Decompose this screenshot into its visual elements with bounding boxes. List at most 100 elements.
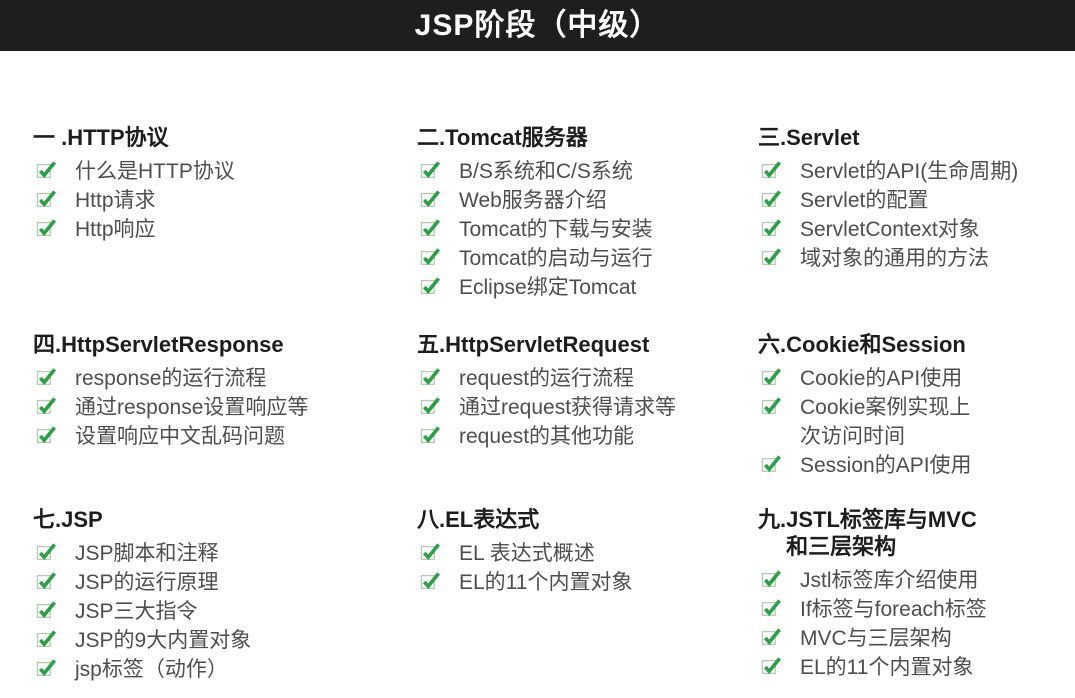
topic-item: MVC与三层架构	[761, 624, 1075, 653]
topic-item: JSP脚本和注释	[36, 539, 417, 568]
topic-label: Http响应	[75, 218, 156, 241]
checkbox-checked-icon	[761, 160, 782, 181]
topic-label: EL 表达式概述	[459, 542, 595, 565]
section-title-text: Tomcat服务器	[445, 125, 588, 150]
topic-item: JSP的运行原理	[36, 568, 417, 597]
section-title-text: JSTL标签库与MVC 和三层架构	[786, 507, 977, 559]
checkbox-checked-icon	[36, 218, 57, 239]
checkbox-checked-icon	[36, 571, 57, 592]
topic-item: Eclipse绑定Tomcat	[420, 273, 758, 302]
section-title-text: JSP	[61, 507, 103, 532]
topic-item: 设置响应中文乱码问题	[36, 422, 417, 451]
topic-label: Servlet的配置	[800, 189, 929, 212]
topic-item: 通过response设置响应等	[36, 393, 417, 422]
section-title-text: Servlet	[786, 125, 860, 150]
checkbox-checked-icon	[761, 396, 782, 417]
header-bar: JSP阶段（中级）	[0, 0, 1075, 51]
section-number: 七.	[33, 507, 62, 532]
checkbox-checked-icon	[761, 598, 782, 619]
topic-label: 什么是HTTP协议	[75, 160, 235, 183]
topic-item: Jstl标签库介绍使用	[761, 566, 1075, 595]
section-title-text: HttpServletResponse	[61, 332, 284, 357]
section-title-text: EL表达式	[445, 507, 540, 532]
topic-label: 设置响应中文乱码问题	[75, 425, 285, 448]
topic-item: request的其他功能	[420, 422, 758, 451]
topic-item: Cookie的API使用	[761, 364, 1075, 393]
topic-label: JSP三大指令	[75, 600, 198, 623]
section-title-text: HTTP协议	[67, 125, 169, 150]
topic-label: Cookie的API使用	[800, 367, 963, 390]
checkbox-checked-icon	[420, 218, 441, 239]
section-jsp: 七.JSP JSP脚本和注释 JSP的运行原理 JSP三大指令 JSP的9大内置…	[33, 506, 417, 684]
topic-label: jsp标签（动作）	[75, 658, 228, 681]
checkbox-checked-icon	[420, 425, 441, 446]
topic-label: Cookie案例实现上 次访问时间	[800, 396, 971, 448]
section-request: 五.HttpServletRequest request的运行流程 通过requ…	[417, 331, 758, 506]
topic-label: response的运行流程	[75, 367, 267, 390]
topic-item: Tomcat的下载与安装	[420, 215, 758, 244]
section-response: 四.HttpServletResponse response的运行流程 通过re…	[33, 331, 417, 506]
section-title: 九.JSTL标签库与MVC 和三层架构	[758, 506, 1075, 560]
topic-label: Web服务器介绍	[459, 189, 607, 212]
checkbox-checked-icon	[36, 160, 57, 181]
checkbox-checked-icon	[761, 569, 782, 590]
topic-list: request的运行流程 通过request获得请求等 request的其他功能	[417, 364, 758, 451]
topic-label: Tomcat的下载与安装	[459, 218, 653, 241]
topic-item: jsp标签（动作）	[36, 655, 417, 684]
topic-item: Http请求	[36, 186, 417, 215]
checkbox-checked-icon	[420, 189, 441, 210]
section-number: 二.	[417, 125, 446, 150]
checkbox-checked-icon	[761, 247, 782, 268]
checkbox-checked-icon	[36, 629, 57, 650]
topic-label: ServletContext对象	[800, 218, 980, 241]
checkbox-checked-icon	[420, 160, 441, 181]
checkbox-checked-icon	[761, 627, 782, 648]
topic-item: Cookie案例实现上 次访问时间	[761, 393, 1075, 451]
topic-list: Servlet的API(生命周期) Servlet的配置 ServletCont…	[758, 157, 1075, 273]
topic-item: If标签与foreach标签	[761, 595, 1075, 624]
section-number: 六.	[758, 332, 787, 357]
section-servlet: 三.Servlet Servlet的API(生命周期) Servlet的配置 S…	[758, 124, 1075, 331]
topic-item: EL的11个内置对象	[761, 653, 1075, 682]
checkbox-checked-icon	[36, 542, 57, 563]
topic-label: Eclipse绑定Tomcat	[459, 276, 637, 299]
topic-item: B/S系统和C/S系统	[420, 157, 758, 186]
checkbox-checked-icon	[761, 367, 782, 388]
topic-list: EL 表达式概述 EL的11个内置对象	[417, 539, 758, 597]
section-number: 八.	[417, 507, 446, 532]
topic-item: EL 表达式概述	[420, 539, 758, 568]
section-cookie-session: 六.Cookie和Session Cookie的API使用 Cookie案例实现…	[758, 331, 1075, 506]
checkbox-checked-icon	[36, 658, 57, 679]
section-title: 一 .HTTP协议	[33, 124, 417, 151]
topic-list: Cookie的API使用 Cookie案例实现上 次访问时间 Session的A…	[758, 364, 1075, 480]
topic-item: 通过request获得请求等	[420, 393, 758, 422]
topic-item: Http响应	[36, 215, 417, 244]
topic-item: ServletContext对象	[761, 215, 1075, 244]
topic-label: JSP的9大内置对象	[75, 629, 252, 652]
topic-item: Tomcat的启动与运行	[420, 244, 758, 273]
topic-label: Session的API使用	[800, 454, 972, 477]
section-number: 九.	[758, 507, 787, 532]
topic-label: EL的11个内置对象	[459, 571, 633, 594]
page-title: JSP阶段（中级）	[414, 8, 661, 42]
section-number: 四.	[33, 332, 62, 357]
topic-label: If标签与foreach标签	[800, 598, 987, 621]
section-jstl-mvc: 九.JSTL标签库与MVC 和三层架构 Jstl标签库介绍使用 If标签与for…	[758, 506, 1075, 684]
checkbox-checked-icon	[36, 600, 57, 621]
checkbox-checked-icon	[420, 571, 441, 592]
checkbox-checked-icon	[420, 396, 441, 417]
topic-label: 通过request获得请求等	[459, 396, 677, 419]
sections-grid: 一 .HTTP协议 什么是HTTP协议 Http请求 Http响应 二.Tomc…	[0, 51, 1075, 684]
topic-item: JSP的9大内置对象	[36, 626, 417, 655]
topic-label: request的其他功能	[459, 425, 635, 448]
checkbox-checked-icon	[420, 276, 441, 297]
section-title: 三.Servlet	[758, 124, 1075, 151]
checkbox-checked-icon	[761, 656, 782, 677]
topic-item: JSP三大指令	[36, 597, 417, 626]
topic-label: MVC与三层架构	[800, 627, 952, 650]
section-title: 四.HttpServletResponse	[33, 331, 417, 358]
checkbox-checked-icon	[36, 396, 57, 417]
topic-list: B/S系统和C/S系统 Web服务器介绍 Tomcat的下载与安装 Tomcat…	[417, 157, 758, 302]
topic-label: JSP脚本和注释	[75, 542, 219, 565]
